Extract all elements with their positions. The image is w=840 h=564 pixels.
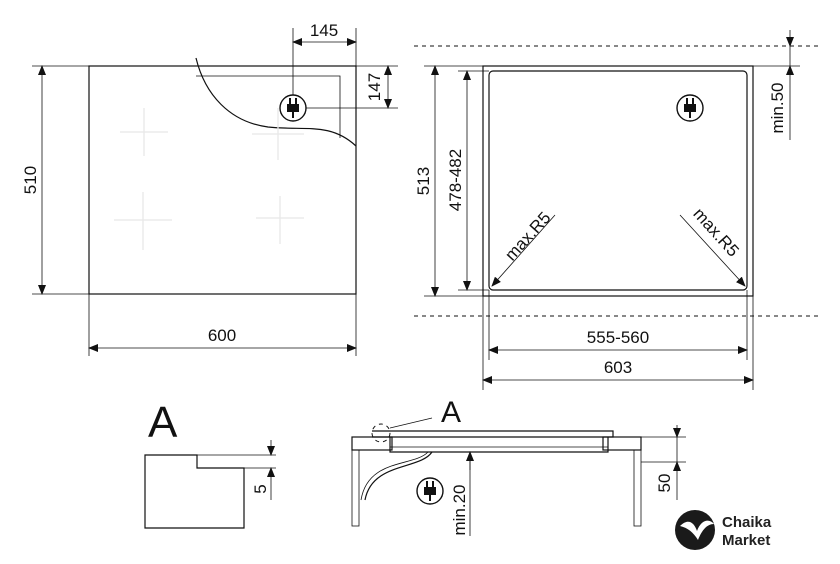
dim-478-482: 478-482 [446,70,489,291]
dim-5-label: 5 [251,484,270,493]
dim-min50-label: min.50 [768,82,787,133]
dim-50-label: 50 [655,474,674,493]
plug-icon-section [416,477,444,505]
radius-right-label: max.R5 [689,204,742,260]
detail-a-ref: A [441,396,461,429]
radius-left-label: max.R5 [501,208,554,264]
dim-145-label: 145 [310,21,338,40]
brand-line-1: Chaika [722,514,772,531]
dim-min50: min.50 [753,30,800,140]
dim-555-560-label: 555-560 [587,328,649,347]
dim-min20: min.20 [450,451,474,536]
detail-a: A 5 [144,398,276,529]
dim-603-label: 603 [604,358,632,377]
cutout-view: max.R5 max.R5 [414,45,820,317]
hob-top-view [88,57,357,295]
dim-147: 147 [306,65,398,109]
brand-line-2: Market [722,532,770,549]
dim-50: 50 [641,425,686,500]
detail-a-title: A [148,398,178,447]
dim-min20-label: min.20 [450,484,469,535]
dim-513: 513 [414,65,483,297]
dim-510: 510 [21,65,89,295]
dim-555-560: 555-560 [488,290,748,360]
brand-logo: Chaika Market [675,510,772,550]
dim-603: 603 [482,296,754,390]
plug-icon-cutout [676,94,704,122]
dim-510-label: 510 [21,166,40,194]
plug-icon [279,94,307,122]
section-view: A [351,396,642,527]
dim-600: 600 [88,294,357,356]
dim-513-label: 513 [414,167,433,195]
dim-478-482-label: 478-482 [446,149,465,211]
dim-145: 145 [292,21,357,95]
dim-600-label: 600 [208,326,236,345]
dim-147-label: 147 [365,73,384,101]
